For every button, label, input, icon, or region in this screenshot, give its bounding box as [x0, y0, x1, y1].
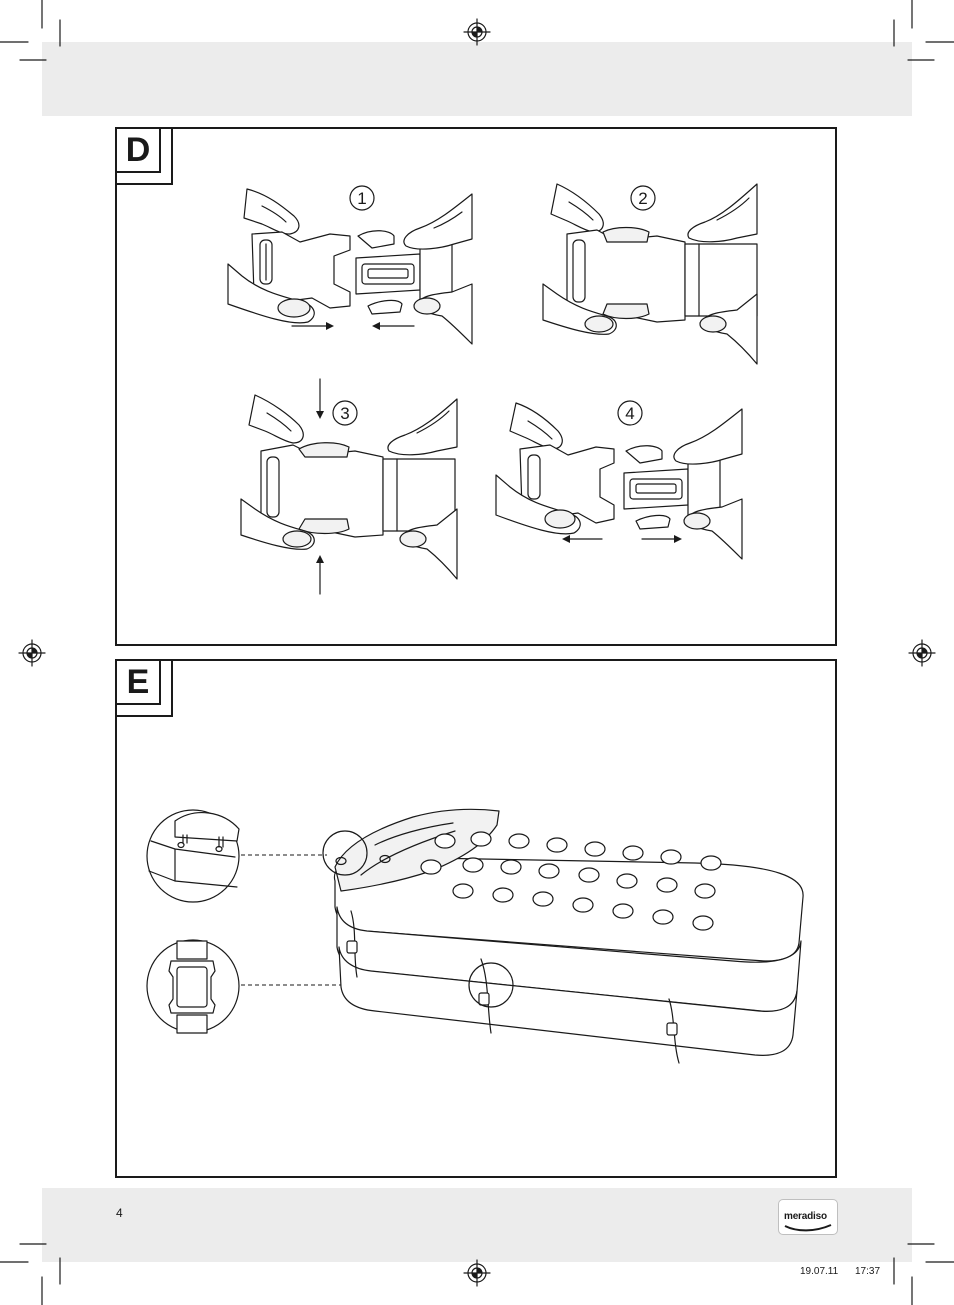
step-2-number: 2	[638, 189, 647, 208]
step-3-number: 3	[340, 404, 349, 423]
step-1-number: 1	[357, 189, 366, 208]
step-1-illustration: 1	[222, 184, 482, 354]
section-d-label: D	[117, 129, 161, 173]
brand-logo: meradiso	[778, 1199, 838, 1235]
registration-mark-bottom	[462, 1258, 492, 1288]
section-e-label-box: E	[115, 659, 173, 717]
section-d-panel: D 1 2	[115, 127, 837, 646]
detail-strap-buckle	[147, 940, 239, 1033]
print-time: 17:37	[855, 1266, 880, 1277]
print-date: 19.07.11	[800, 1266, 838, 1277]
section-e-panel: E	[115, 659, 837, 1178]
section-d-label-box: D	[115, 127, 173, 185]
registration-mark-left	[17, 638, 47, 668]
page-number: 4	[116, 1206, 123, 1220]
step-3-illustration: 3	[237, 379, 477, 599]
mattress-illustration	[135, 771, 835, 1071]
step-4-number: 4	[625, 404, 634, 423]
registration-mark-top	[462, 17, 492, 47]
brand-logo-text: meradiso	[784, 1211, 827, 1222]
registration-mark-right	[907, 638, 937, 668]
step-4-illustration: 4	[492, 399, 752, 589]
step-2-illustration: 2	[537, 184, 767, 374]
detail-pillow-hooks	[147, 810, 239, 902]
section-e-label: E	[117, 661, 161, 705]
